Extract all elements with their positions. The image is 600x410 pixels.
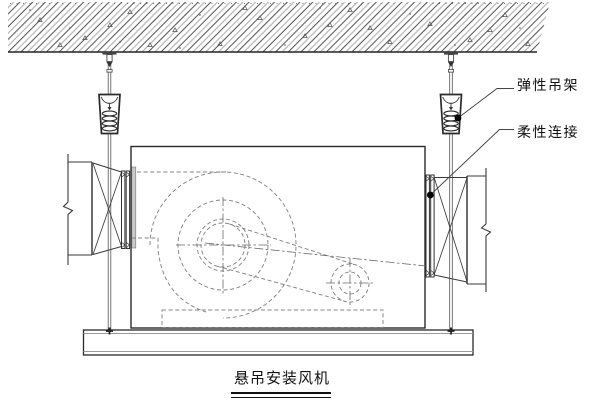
fan-housing — [130, 145, 426, 329]
right-duct — [467, 168, 492, 292]
right-flexible-connection — [425, 174, 468, 284]
right-spring-hanger — [439, 51, 463, 336]
concrete-aggregate — [29, 5, 531, 49]
ceiling-slab — [8, 2, 550, 53]
break-line — [62, 154, 74, 265]
left-flexible-connection — [92, 162, 131, 255]
callout-flexible-connection-label: 柔性连接 — [517, 125, 579, 141]
belt-drive — [229, 223, 356, 266]
drawing-title: 悬吊安装风机 — [233, 369, 330, 387]
mounting-base — [82, 327, 474, 356]
callout-dot-flexible-connection — [426, 191, 434, 199]
callout-spring-hanger-label: 弹性吊架 — [517, 78, 579, 94]
callout-dot-spring-hanger — [454, 114, 462, 122]
left-duct — [62, 154, 93, 265]
center-lines — [176, 197, 427, 308]
callout-leaders — [426, 88, 514, 199]
volute-scroll — [149, 171, 297, 319]
title-underline — [231, 392, 331, 398]
break-line — [480, 168, 492, 292]
left-spring-hanger — [98, 51, 121, 336]
inlet-flange — [131, 166, 137, 249]
